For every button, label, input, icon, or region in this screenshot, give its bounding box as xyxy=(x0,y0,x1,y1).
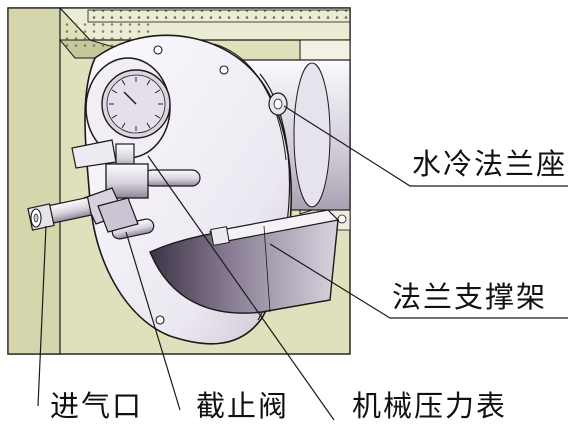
label-stop-valve: 截止阀 xyxy=(196,389,290,423)
label-water-cooled-flange-seat: 水冷法兰座 xyxy=(412,147,568,181)
label-mechanical-pressure-gauge: 机械压力表 xyxy=(352,389,508,423)
valve-assembly xyxy=(27,139,201,240)
leader-mechanical-pressure-gauge xyxy=(147,155,335,421)
leader-flange-support-bracket xyxy=(269,243,568,319)
leader-lines xyxy=(37,105,568,421)
pressure-gauge xyxy=(85,57,171,171)
flange-support-bracket xyxy=(149,209,340,314)
leader-stop-valve xyxy=(125,231,181,411)
label-gas-inlet: 进气口 xyxy=(50,389,144,423)
leader-water-cooled-flange-seat xyxy=(283,105,568,187)
leader-gas-inlet xyxy=(37,225,47,407)
label-flange-support-bracket: 法兰支撑架 xyxy=(392,280,548,314)
